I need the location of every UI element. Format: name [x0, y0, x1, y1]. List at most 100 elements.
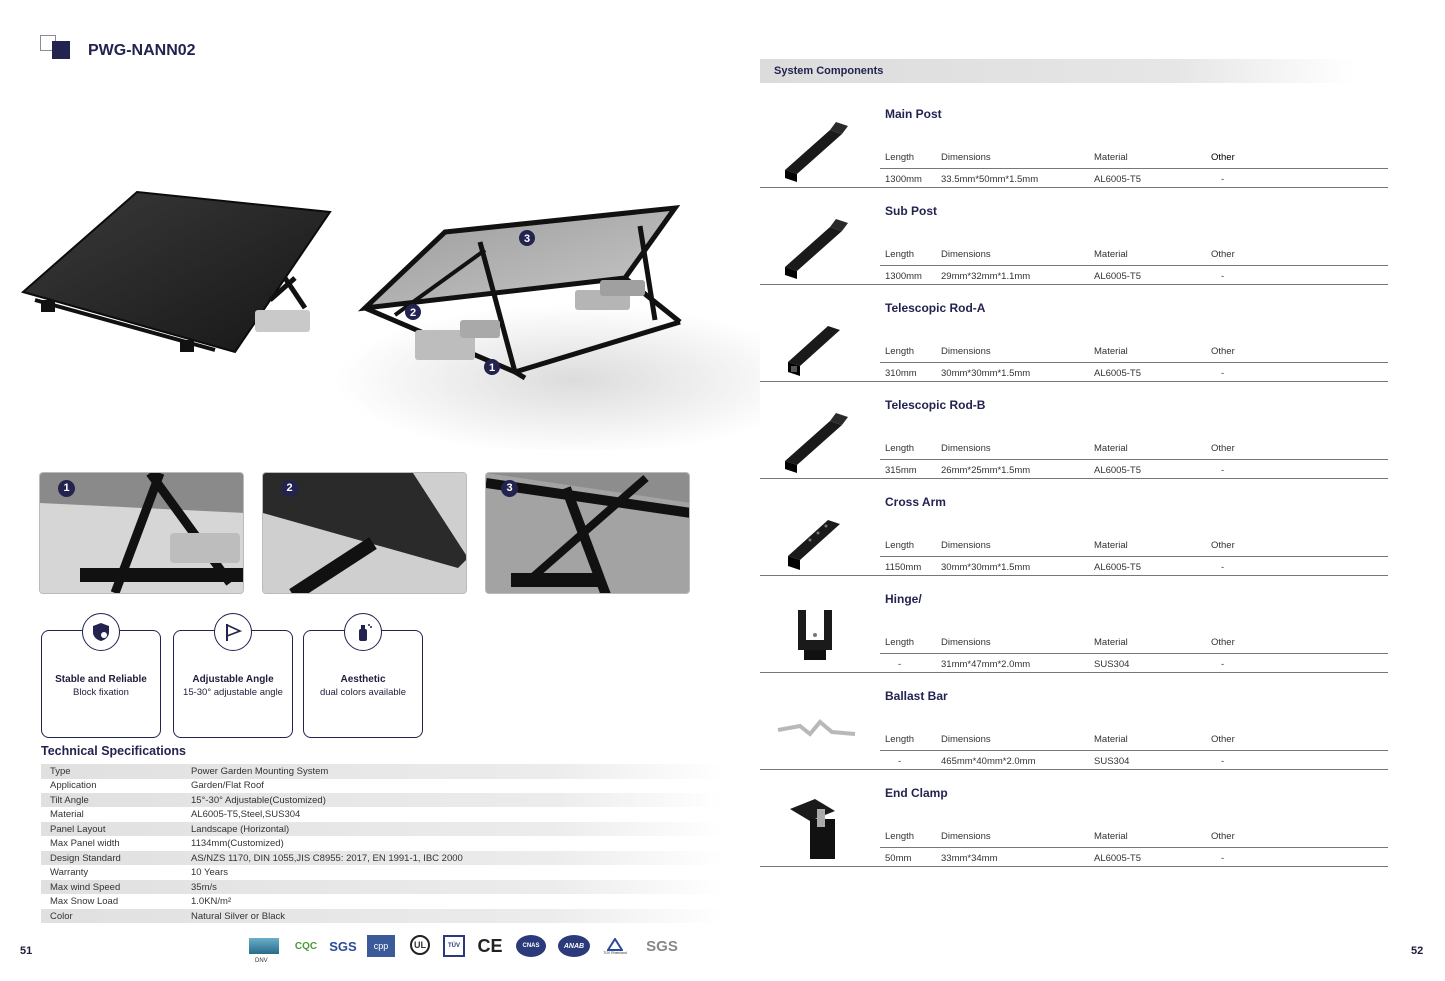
row-divider [880, 653, 1388, 654]
spec-key: Warranty [50, 867, 89, 879]
component-divider [760, 284, 1388, 285]
column-header-dimensions: Dimensions [941, 540, 991, 551]
cell-other: - [1221, 271, 1225, 282]
anab-logo-icon: ANAB [558, 935, 590, 957]
column-header-length: Length [885, 637, 915, 648]
thumbnail-badge: 2 [281, 480, 298, 497]
column-header-other: Other [1211, 152, 1235, 163]
cell-length: 310mm [885, 368, 917, 379]
spec-key: Max wind Speed [50, 881, 121, 893]
page-number-right: 52 [1411, 945, 1424, 957]
row-divider [880, 362, 1388, 363]
cell-dimensions: 30mm*30mm*1.5mm [941, 562, 1031, 573]
specs-title: Technical Specifications [41, 744, 186, 758]
thumbnail-badge: 3 [501, 480, 518, 497]
product-hero-image: 3 2 1 [20, 190, 760, 450]
cell-material: AL6005-T5 [1094, 562, 1142, 573]
row-divider [880, 750, 1388, 751]
spec-value: Natural Silver or Black [191, 910, 285, 922]
svg-text:1: 1 [489, 362, 495, 374]
spec-key: Max Snow Load [50, 896, 119, 908]
column-header-dimensions: Dimensions [941, 249, 991, 260]
cell-length: 1300mm [885, 174, 922, 185]
column-header-length: Length [885, 152, 915, 163]
feature-subtitle: Block fixation [73, 687, 129, 698]
cell-dimensions: 26mm*25mm*1.5mm [941, 465, 1031, 476]
cell-material: AL6005-T5 [1094, 465, 1142, 476]
ul-logo-icon: UL [410, 935, 430, 955]
feature-angle: Adjustable Angle 15-30° adjustable angle [173, 613, 293, 738]
column-header-material: Material [1094, 637, 1128, 648]
spec-key: Max Panel width [50, 838, 120, 850]
sgs-logo-icon: SGS [646, 937, 678, 955]
callout-2: 2 [405, 304, 421, 320]
system-components-title: System Components [774, 65, 884, 77]
spec-value: 35m/s [191, 881, 217, 893]
column-header-material: Material [1094, 831, 1128, 842]
cell-dimensions: 31mm*47mm*2.0mm [941, 659, 1031, 670]
spray-can-icon [344, 613, 382, 651]
column-header-material: Material [1094, 540, 1128, 551]
cell-material: AL6005-T5 [1094, 174, 1142, 185]
row-divider [880, 168, 1388, 169]
feature-title: Adjustable Angle [192, 674, 274, 685]
component-name: End Clamp [885, 786, 948, 800]
cell-other: - [1221, 174, 1225, 185]
spec-value: Power Garden Mounting System [191, 766, 329, 777]
column-header-length: Length [885, 346, 915, 357]
row-divider [880, 556, 1388, 557]
cell-length: 1150mm [885, 562, 922, 573]
spec-value: 15°-30° Adjustable(Customized) [191, 794, 326, 806]
channel-profile-icon [770, 110, 860, 190]
row-divider [880, 847, 1388, 848]
cell-material: SUS304 [1094, 659, 1130, 670]
cell-material: AL6005-T5 [1094, 271, 1142, 282]
hinge-icon [770, 595, 860, 675]
spec-value: AS/NZS 1170, DIN 1055,JIS C8955: 2017, E… [191, 852, 463, 864]
component-divider [760, 866, 1388, 867]
cell-dimensions: 465mm*40mm*2.0mm [941, 756, 1036, 767]
column-header-other: Other [1211, 734, 1235, 745]
column-header-dimensions: Dimensions [941, 831, 991, 842]
cell-other: - [1221, 465, 1225, 476]
spec-row: Max wind Speed 35m/s [41, 879, 723, 895]
column-header-other: Other [1211, 637, 1235, 648]
column-header-other: Other [1211, 249, 1235, 260]
cpp-logo-icon: cpp [367, 935, 395, 957]
system-components-header: System Components [760, 59, 1355, 83]
feature-stable: Stable and Reliable Block fixation [41, 613, 161, 738]
component-divider [760, 187, 1388, 188]
column-header-dimensions: Dimensions [941, 734, 991, 745]
column-header-other: Other [1211, 443, 1235, 454]
feature-title: Stable and Reliable [55, 674, 147, 685]
spec-value: AL6005-T5,Steel,SUS304 [191, 809, 301, 821]
spec-key: Material [50, 809, 84, 821]
cell-dimensions: 30mm*30mm*1.5mm [941, 368, 1031, 379]
product-title: PWG-NANN02 [88, 42, 196, 59]
column-header-length: Length [885, 831, 915, 842]
column-header-dimensions: Dimensions [941, 637, 991, 648]
channel-profile-icon [770, 401, 860, 481]
thumbnail-badge: 1 [58, 480, 75, 497]
cell-other: - [1221, 562, 1225, 573]
dnv-logo-icon: DNV [248, 935, 280, 964]
shield-gear-icon [82, 613, 120, 651]
row-divider [880, 459, 1388, 460]
cell-dimensions: 33.5mm*50mm*1.5mm [941, 174, 1039, 185]
column-header-other: Other [1211, 540, 1235, 551]
callout-3: 3 [519, 230, 535, 246]
column-header-other: Other [1211, 346, 1235, 357]
component-divider [760, 381, 1388, 382]
cell-material: SUS304 [1094, 756, 1130, 767]
column-header-dimensions: Dimensions [941, 152, 991, 163]
square-tube-icon [770, 304, 860, 384]
cell-other: - [1221, 368, 1225, 379]
column-header-length: Length [885, 443, 915, 454]
